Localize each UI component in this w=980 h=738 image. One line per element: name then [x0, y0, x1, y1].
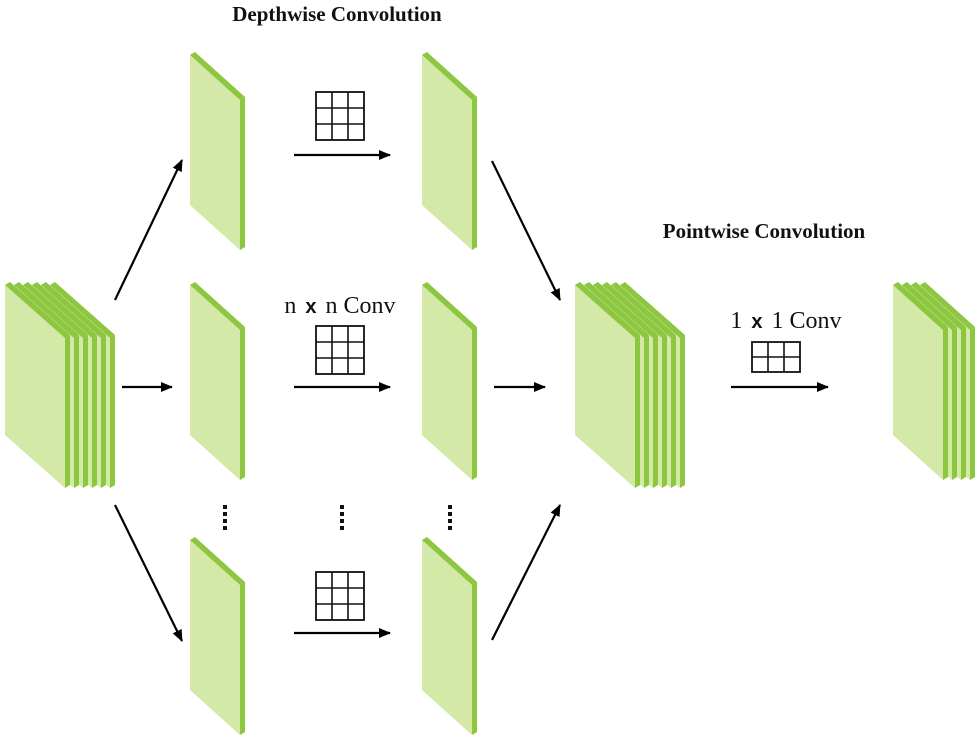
pointwise-output-stack: [893, 282, 975, 480]
feature-map-layer: [5, 52, 975, 735]
arrow-top-slice-to-stack: [491, 160, 561, 301]
input-feature-stack: [5, 282, 115, 488]
depthwise-output-stack: [575, 282, 685, 488]
depthwise-output-slice-middle: [422, 282, 477, 480]
vertical-dots-icon: [223, 505, 227, 530]
grid-3x3-icon: [315, 325, 365, 375]
grid-2x3-icon: [751, 341, 801, 373]
1x1-conv-label: 1 x 1 Conv: [730, 308, 841, 334]
kernel-grid-middle: [315, 325, 365, 375]
depthwise-output-slice-top: [422, 52, 477, 250]
vertical-dots-icon: [448, 505, 452, 530]
depthwise-input-slice-middle: [190, 282, 245, 480]
arrow-input-to-bottom-slice: [114, 504, 183, 642]
vertical-dots-icon: [340, 505, 344, 530]
depthwise-output-slice-bottom: [422, 537, 477, 735]
depthwise-output-stack-layer: [575, 282, 640, 488]
arrow-input-to-top-slice: [114, 159, 183, 301]
arrows: [114, 150, 829, 642]
pointwise-convolution-title: Pointwise Convolution: [663, 219, 866, 243]
kernel-grid-pointwise: [751, 341, 801, 373]
grid-3x3-icon: [315, 571, 365, 621]
kernel-grid-bottom: [315, 571, 365, 621]
input-feature-stack-layer: [5, 282, 70, 488]
grid-3x3-icon: [315, 91, 365, 141]
ellipsis-center: [340, 505, 344, 530]
depthwise-convolution-title: Depthwise Convolution: [232, 2, 442, 26]
depthwise-input-slice-top: [190, 52, 245, 250]
kernel-grid-top: [315, 91, 365, 141]
pointwise-output-stack-layer: [893, 282, 948, 480]
ellipsis-left: [223, 505, 227, 530]
arrow-bottom-slice-to-stack: [491, 504, 561, 641]
nxn-conv-label: n x n Conv: [284, 293, 395, 319]
ellipsis-right: [448, 505, 452, 530]
depthwise-input-slice-bottom: [190, 537, 245, 735]
